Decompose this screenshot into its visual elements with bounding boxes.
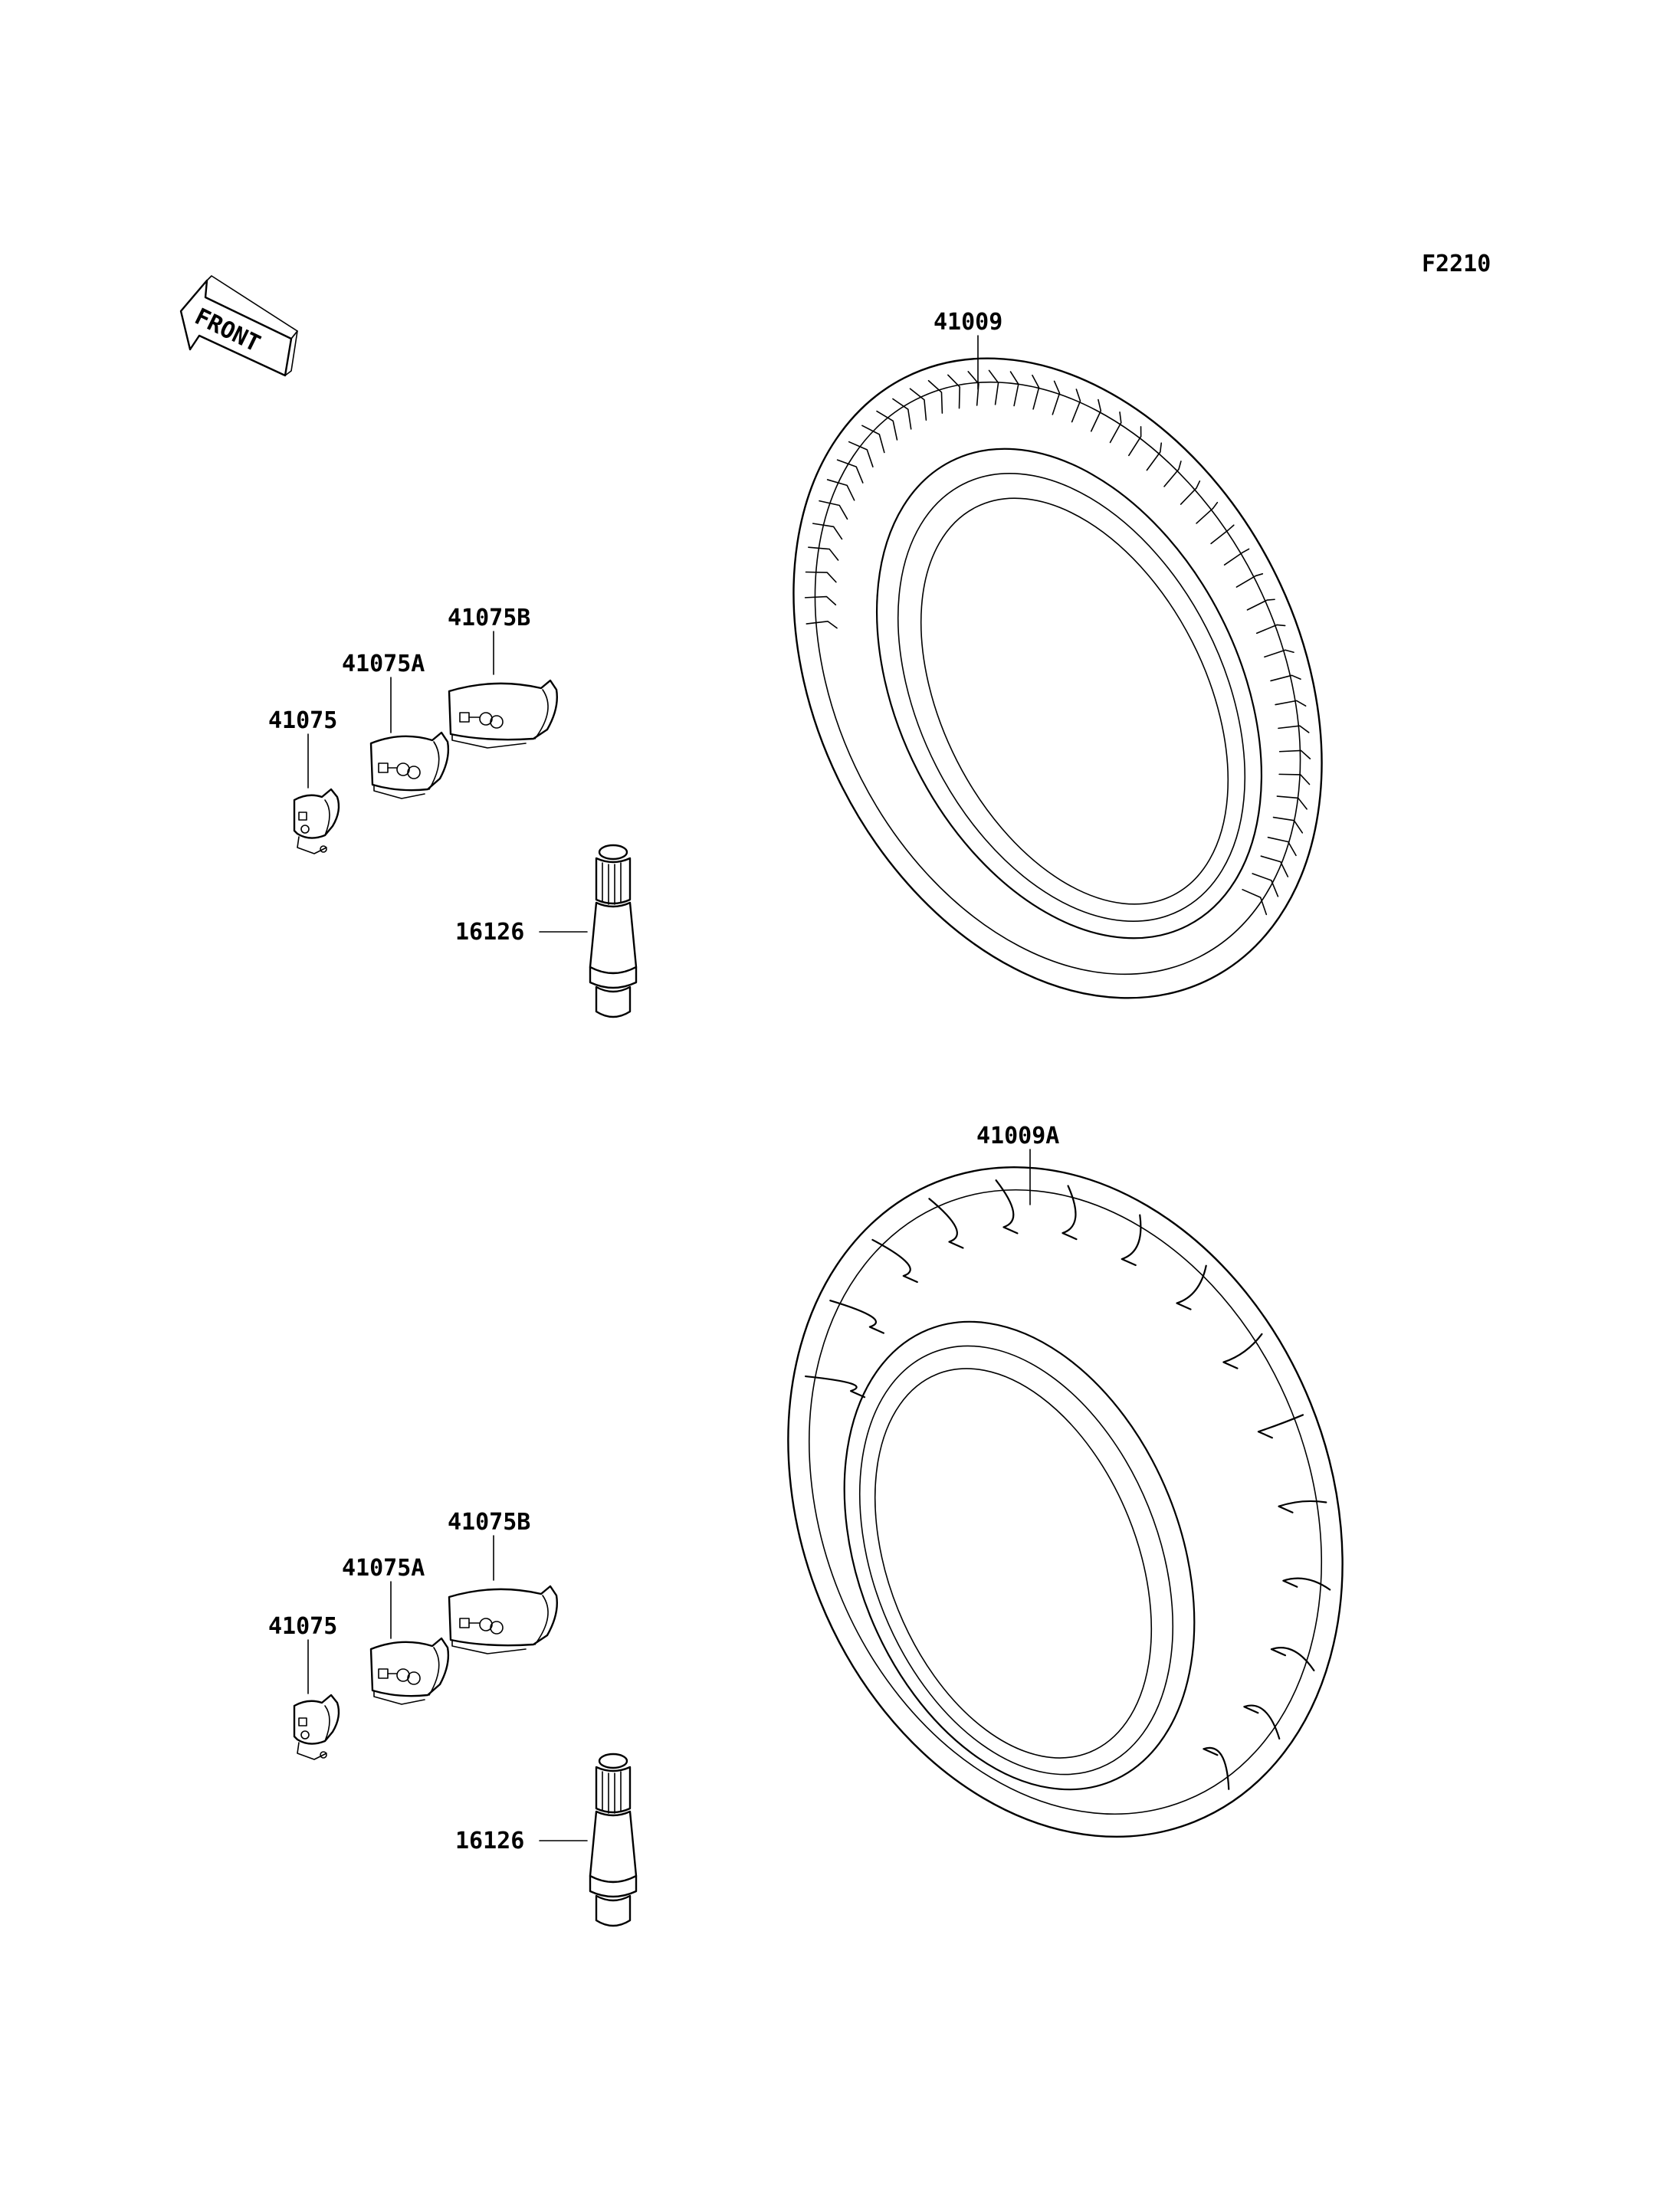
front-tread-chevron bbox=[1146, 442, 1163, 471]
rear-weight-medium-label: 41075A bbox=[342, 1555, 425, 1582]
front-tread-chevron bbox=[1278, 773, 1311, 785]
front-tread-chevron bbox=[1109, 412, 1122, 444]
rear-tread-groove bbox=[1278, 1500, 1327, 1513]
rear-tread-groove bbox=[871, 1238, 918, 1284]
rear-tread-groove bbox=[1176, 1264, 1207, 1310]
front-weight-medium-label: 41075A bbox=[342, 651, 425, 677]
rear-weight-large-label: 41075B bbox=[448, 1509, 530, 1536]
front-tread-chevron bbox=[1278, 725, 1310, 733]
rear-tread-groove bbox=[1257, 1414, 1304, 1439]
front-tread-chevron bbox=[1242, 889, 1268, 916]
front-tread-chevron bbox=[988, 369, 999, 405]
rear-tread-groove bbox=[829, 1300, 884, 1334]
front-tire bbox=[792, 357, 1323, 999]
rear-tread-groove bbox=[805, 1375, 866, 1399]
figure-code: F2210 bbox=[1422, 251, 1491, 277]
front-weight-medium bbox=[369, 731, 450, 800]
front-tread-chevron bbox=[1270, 674, 1301, 682]
rear-tire-label: 41009A bbox=[976, 1123, 1059, 1149]
front-tread-chevron bbox=[876, 410, 898, 441]
front-tread-chevron bbox=[1246, 598, 1275, 611]
front-tread-chevron bbox=[1032, 374, 1040, 410]
rear-tread-groove bbox=[928, 1198, 964, 1249]
front-tread-chevron bbox=[1272, 816, 1304, 834]
front-tread-chevron bbox=[1128, 425, 1142, 457]
front-tread-chevron bbox=[1264, 649, 1294, 658]
front-direction-arrow: FRONT bbox=[179, 275, 298, 377]
front-tread-chevron bbox=[1210, 524, 1235, 545]
front-weight-large bbox=[448, 679, 558, 749]
front-tread-chevron bbox=[804, 595, 837, 606]
rear-tread-groove bbox=[1243, 1704, 1281, 1740]
front-tread-chevron bbox=[848, 441, 874, 467]
rear-weight-large bbox=[448, 1585, 558, 1655]
rear-tire bbox=[787, 1166, 1344, 1838]
front-tread-chevron bbox=[861, 425, 885, 454]
front-tread-chevron bbox=[812, 523, 843, 540]
front-tread-chevron bbox=[826, 479, 855, 501]
front-tire-label: 41009 bbox=[934, 309, 1002, 336]
front-tread-chevron bbox=[1052, 380, 1061, 415]
front-tread-chevron bbox=[1196, 501, 1219, 524]
front-tread-chevron bbox=[1009, 371, 1019, 407]
rear-tread-groove bbox=[1222, 1333, 1263, 1369]
front-weight-large-label: 41075B bbox=[448, 605, 530, 631]
front-tread-chevron bbox=[1235, 573, 1264, 588]
front-tread-chevron bbox=[806, 621, 838, 629]
front-tread-chevron bbox=[967, 371, 979, 406]
rear-tread-groove bbox=[1270, 1646, 1315, 1672]
front-tread-chevron bbox=[1260, 855, 1289, 877]
rear-tread-groove bbox=[1121, 1214, 1142, 1267]
rear-tread-groove bbox=[1282, 1577, 1331, 1591]
rear-tread-groove bbox=[995, 1179, 1019, 1235]
front-tread-chevron bbox=[1252, 873, 1279, 897]
front-tread-chevron bbox=[947, 374, 960, 409]
front-weight-small-label: 41075 bbox=[268, 707, 337, 734]
front-tread-chevron bbox=[1267, 836, 1297, 857]
front-tread-chevron bbox=[1276, 795, 1308, 810]
front-tread-chevron bbox=[1163, 461, 1182, 487]
rear-weight-small bbox=[293, 1694, 340, 1761]
front-tread-chevron bbox=[808, 546, 839, 561]
front-valve-label: 16126 bbox=[455, 919, 524, 946]
front-valve bbox=[589, 844, 638, 1018]
rear-weight-medium bbox=[369, 1637, 450, 1706]
front-tread-chevron bbox=[836, 459, 864, 484]
front-tread-chevron bbox=[1278, 749, 1311, 759]
front-tread-chevron bbox=[1180, 480, 1201, 505]
front-tread-chevron bbox=[1090, 398, 1102, 432]
front-tread-chevron bbox=[1223, 548, 1250, 566]
front-tread-chevron bbox=[927, 379, 943, 414]
rear-valve-label: 16126 bbox=[455, 1828, 524, 1854]
rear-tread-groove bbox=[1203, 1746, 1230, 1790]
front-tread-chevron bbox=[819, 500, 848, 520]
front-tread-chevron bbox=[909, 388, 927, 421]
front-tread-chevron bbox=[892, 398, 912, 430]
front-weight-small bbox=[293, 788, 340, 855]
front-tread-chevron bbox=[805, 571, 837, 583]
rear-tread-groove bbox=[1061, 1185, 1078, 1241]
rear-weight-small-label: 41075 bbox=[268, 1613, 337, 1640]
front-tread-chevron bbox=[1275, 700, 1307, 707]
front-tread-chevron bbox=[1255, 624, 1286, 635]
rear-valve bbox=[589, 1753, 638, 1927]
front-tread-chevron bbox=[1071, 389, 1081, 423]
